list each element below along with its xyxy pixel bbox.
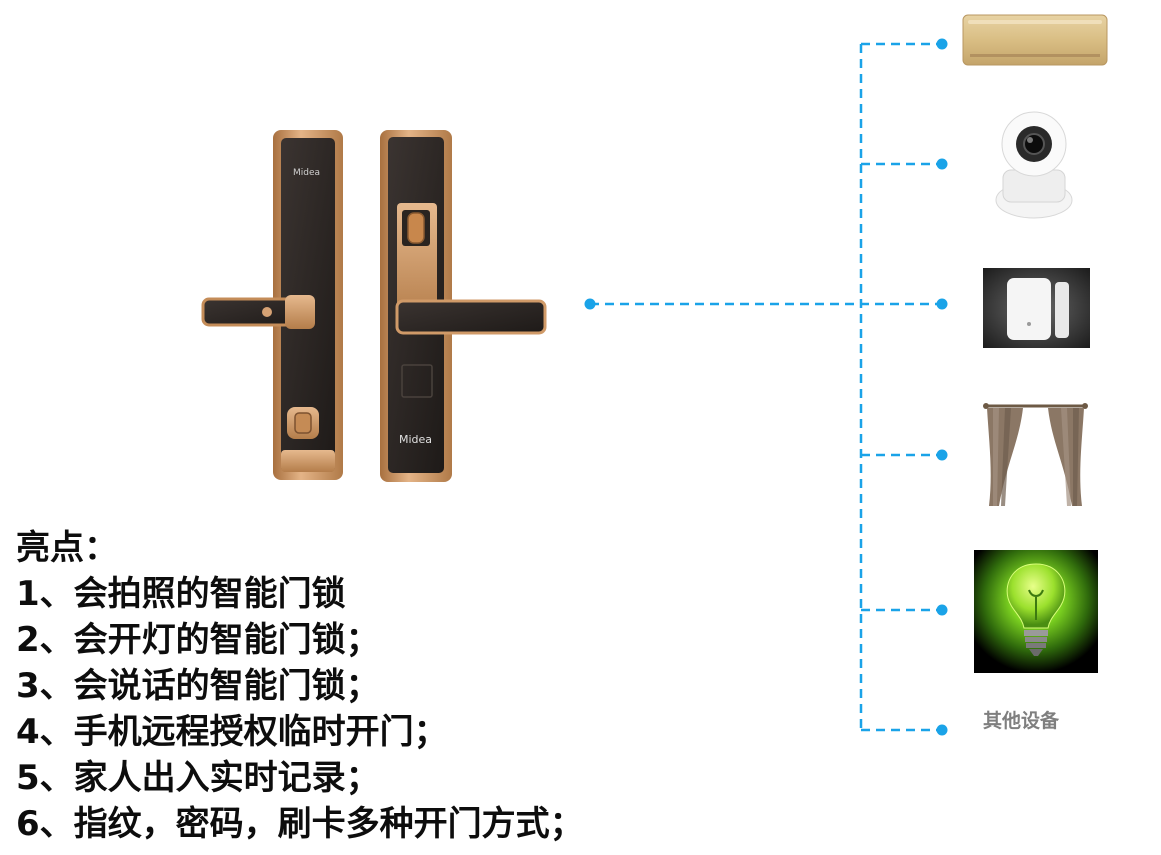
connector-dot-bulb (936, 604, 948, 616)
highlights-list: 亮点： 1、会拍照的智能门锁 2、会开灯的智能门锁； 3、会说话的智能门锁； 4… (16, 525, 716, 847)
highlight-item: 6、指纹，密码，刷卡多种开门方式； (16, 804, 584, 844)
highlight-item: 5、家人出入实时记录； (16, 758, 380, 798)
door-sensor-icon (983, 268, 1090, 348)
lock-brand-label: Midea (399, 433, 432, 446)
highlight-item: 3、会说话的智能门锁； (16, 666, 380, 706)
connector-dot-camera (936, 158, 948, 170)
svg-text:Midea: Midea (293, 168, 320, 178)
connector-dot-lock (584, 298, 596, 310)
curtain-icon (983, 403, 1088, 506)
lock-back-panel: Midea (201, 130, 343, 480)
connector-dot-sensor (936, 298, 948, 310)
air-conditioner-icon (962, 14, 1108, 66)
highlights-title: 亮点： (16, 528, 118, 568)
highlight-item: 2、会开灯的智能门锁； (16, 620, 380, 660)
connector-dot-other (936, 724, 948, 736)
highlight-item: 4、手机远程授权临时开门； (16, 712, 448, 752)
light-bulb-icon (974, 550, 1098, 673)
highlight-item: 1、会拍照的智能门锁 (16, 574, 346, 614)
connector-dot-curtain (936, 449, 948, 461)
smart-lock-image: Midea Midea (201, 130, 547, 482)
camera-icon (995, 111, 1073, 219)
connector-dot-ac (936, 38, 948, 50)
other-devices-label: 其他设备 (983, 710, 1060, 732)
lock-front-panel: Midea (380, 130, 547, 482)
